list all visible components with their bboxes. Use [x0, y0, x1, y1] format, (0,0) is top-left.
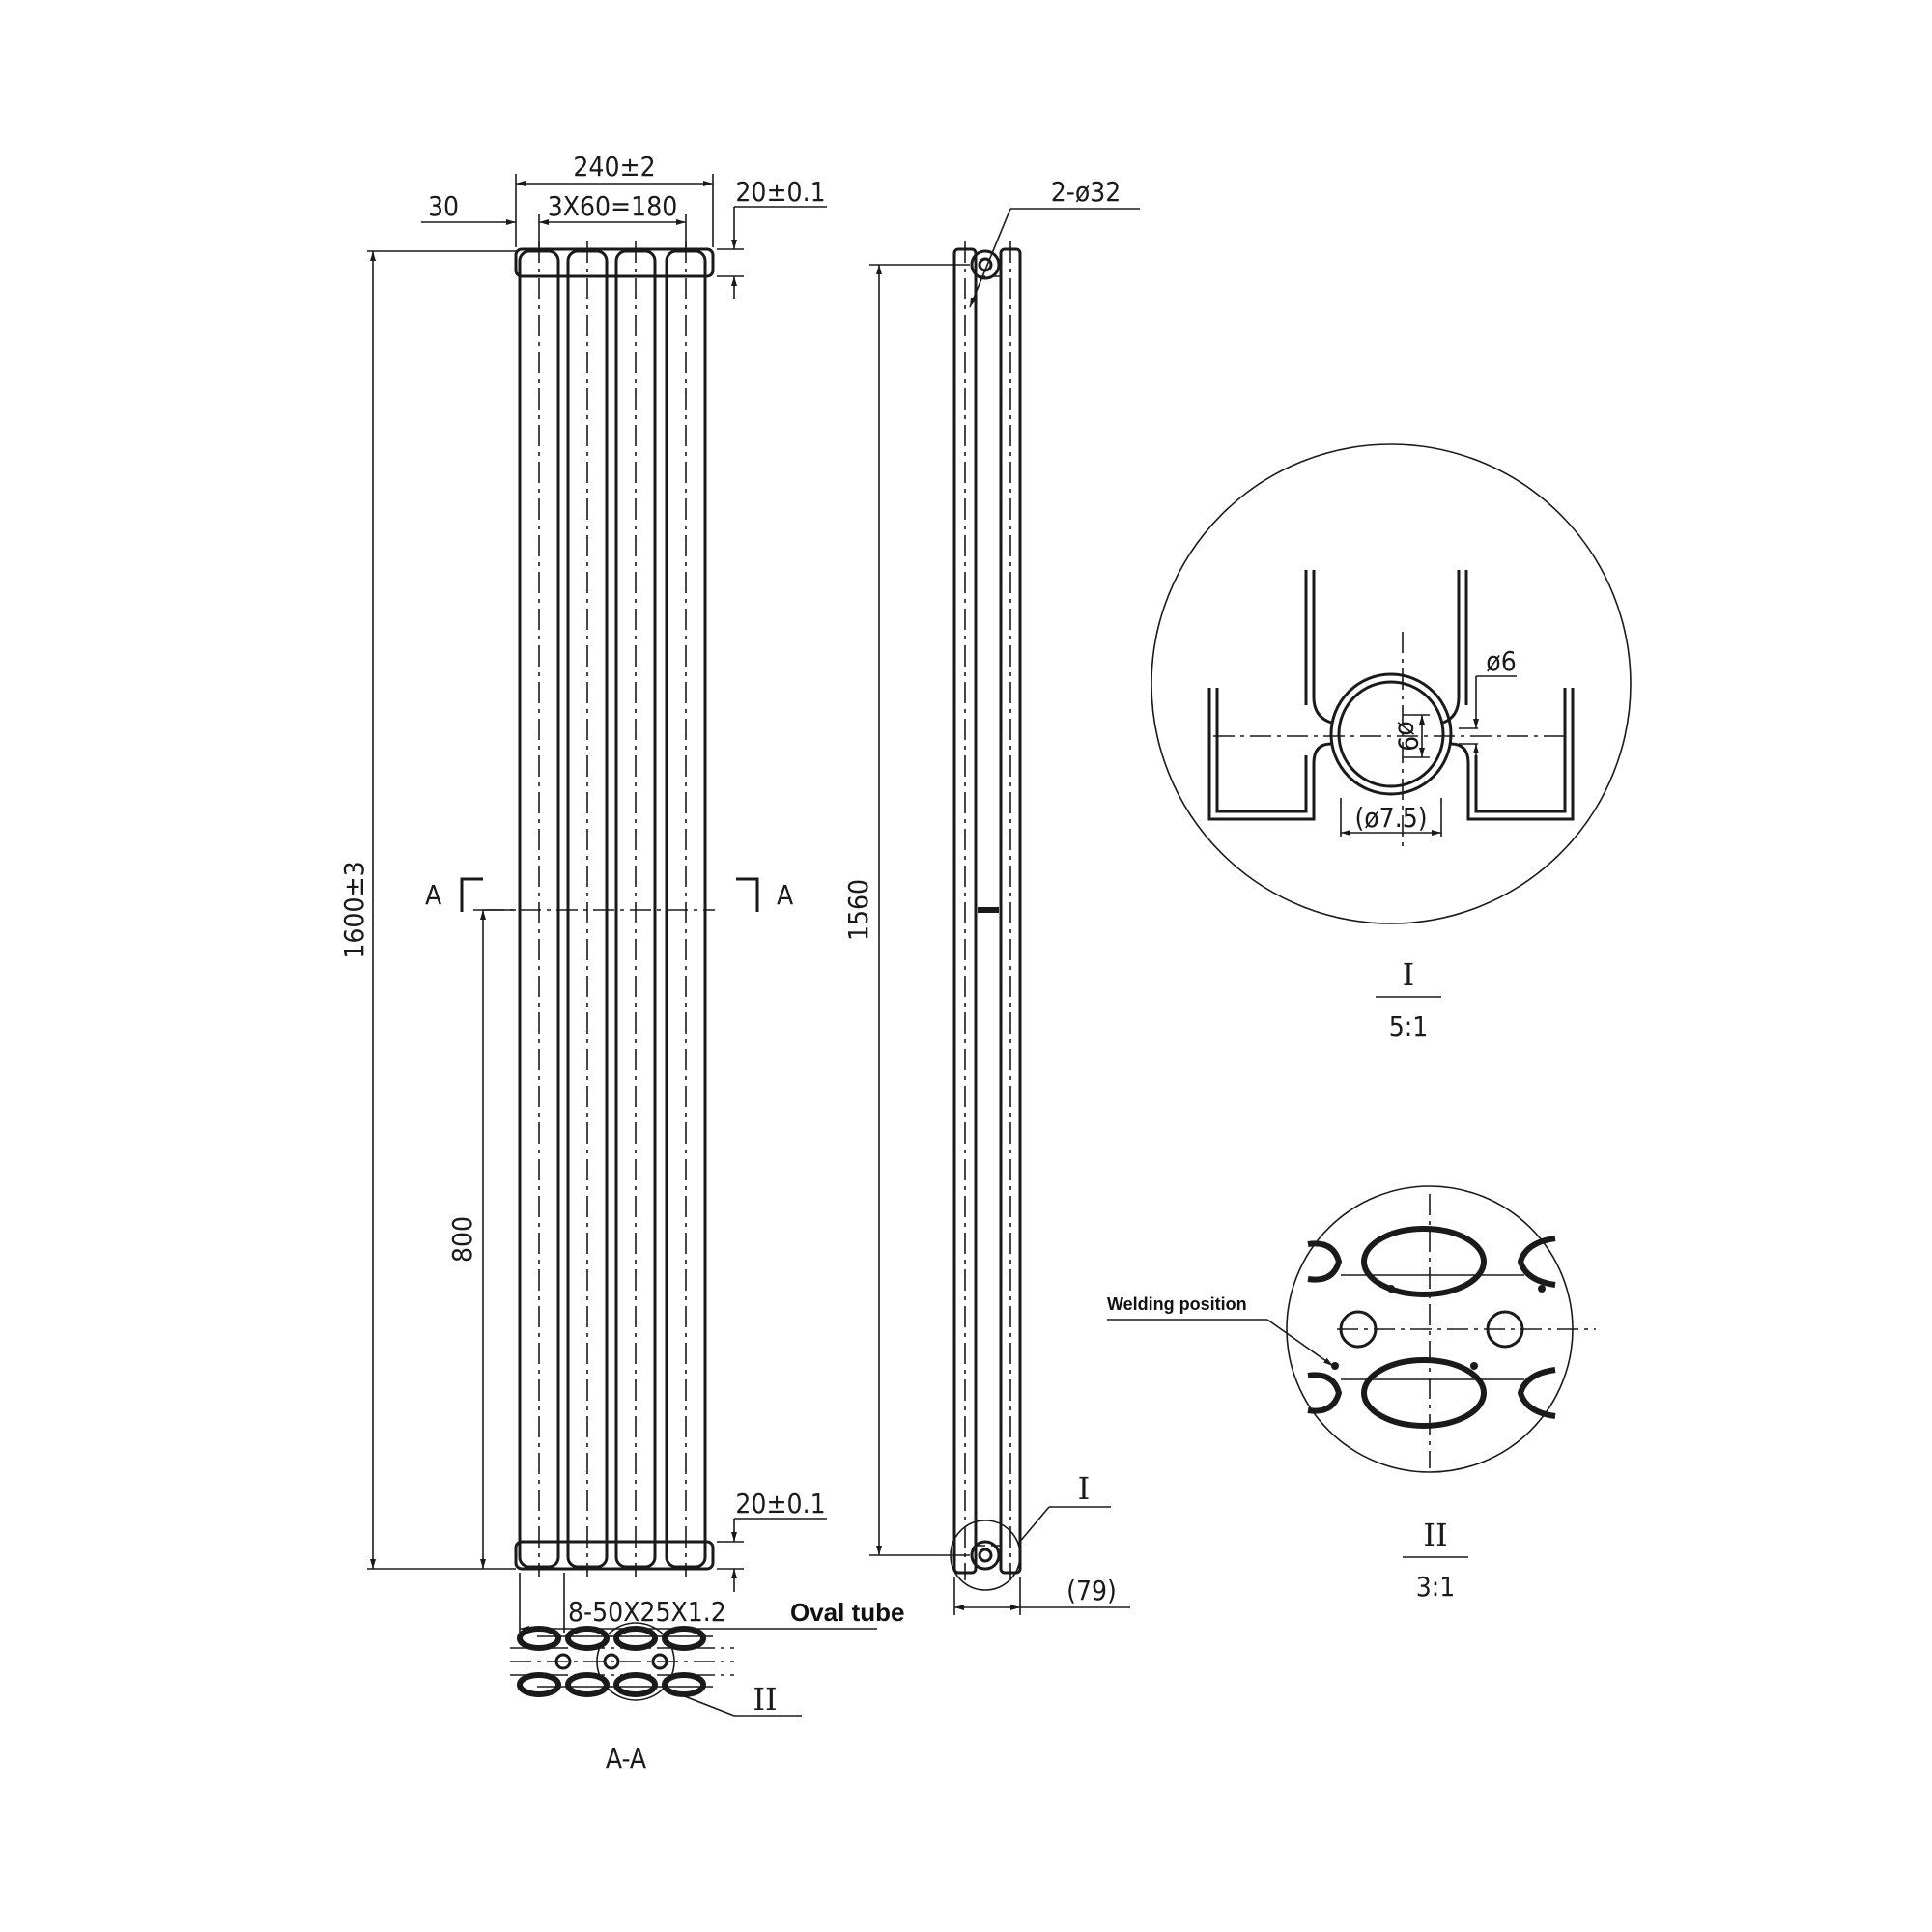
depth-label: (79) — [1066, 1575, 1117, 1606]
bottom-offset-label: 20±0.1 — [735, 1488, 825, 1520]
top-header — [514, 247, 715, 278]
header-tube-outer — [1329, 672, 1453, 796]
tube-type-label: Oval tube — [790, 1598, 904, 1627]
detail-1-scale: 5:1 — [1389, 1010, 1429, 1042]
section-mark-right: A — [777, 879, 794, 911]
top-pipe — [970, 249, 1001, 280]
section-aa-label: A-A — [606, 1743, 647, 1775]
edge-offset-label: 30 — [428, 190, 459, 222]
detail-2-leader — [664, 1688, 735, 1717]
section-mark-left: A — [425, 879, 442, 911]
bottom-header — [514, 1540, 715, 1571]
overall-width-label: 240±2 — [573, 151, 655, 183]
top-offset-label: 20±0.1 — [735, 176, 825, 208]
center-height-label: 1560 — [842, 879, 874, 941]
mid-height-label: 800 — [446, 1216, 478, 1263]
detail-1-callout-label: I — [1078, 1470, 1091, 1507]
side-view: 2-ø32 1560 I (79) — [842, 176, 1140, 1615]
detail-2-oval-tubes — [1307, 1226, 1556, 1429]
detail-1-callout-circle — [950, 1520, 1021, 1591]
bottom-pipe — [970, 1540, 1001, 1571]
tube-spec-label: 8-50X25X1.2 — [568, 1596, 726, 1628]
ref-diameter-label: (ø7.5) — [1354, 802, 1427, 834]
detail-1: ø6 ø9 (ø7.5) I 5:1 — [1151, 443, 1632, 1042]
bore-diameter-label: ø9 — [1392, 721, 1424, 751]
header-tube-inner — [1337, 680, 1445, 788]
front-view: 240±2 3X60=180 30 20±0.1 20±0.1 1600±3 8… — [338, 151, 904, 1633]
section-marker-right — [736, 877, 759, 912]
detail-1-boundary — [1151, 443, 1632, 924]
detail-2-name: II — [1423, 1517, 1447, 1553]
hole-diameter-label: ø6 — [1486, 645, 1516, 677]
detail-2-callout-label: II — [753, 1681, 777, 1718]
detail-1-name: I — [1403, 956, 1415, 993]
pipe-spec-label: 2-ø32 — [1051, 176, 1122, 208]
section-oval-tubes — [517, 1626, 706, 1697]
column-pitch-label: 3X60=180 — [548, 190, 678, 222]
radiator-columns — [518, 242, 707, 1577]
detail-2: Welding position II 3:1 — [1107, 1185, 1596, 1603]
overall-height-label: 1600±3 — [338, 861, 370, 958]
detail-2-callout-circle — [596, 1622, 675, 1701]
detail-2-scale: 3:1 — [1416, 1571, 1456, 1603]
section-marker-left — [460, 877, 483, 912]
section-aa: II A-A — [510, 1622, 802, 1775]
welding-position-label: Welding position — [1107, 1294, 1247, 1314]
